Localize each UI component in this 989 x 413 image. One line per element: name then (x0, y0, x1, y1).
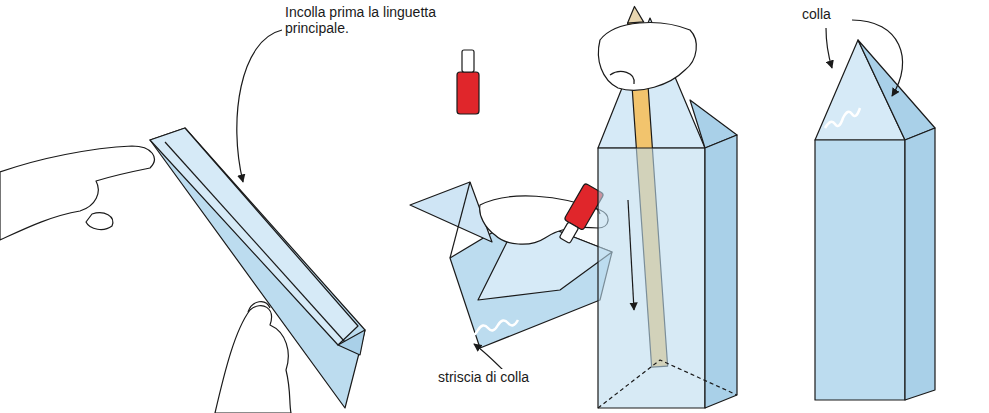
callout-label: colla (800, 6, 833, 22)
instruction-note: Incolla prima la linguetta principale. (283, 4, 447, 36)
callout-label: striscia di colla (436, 369, 531, 385)
